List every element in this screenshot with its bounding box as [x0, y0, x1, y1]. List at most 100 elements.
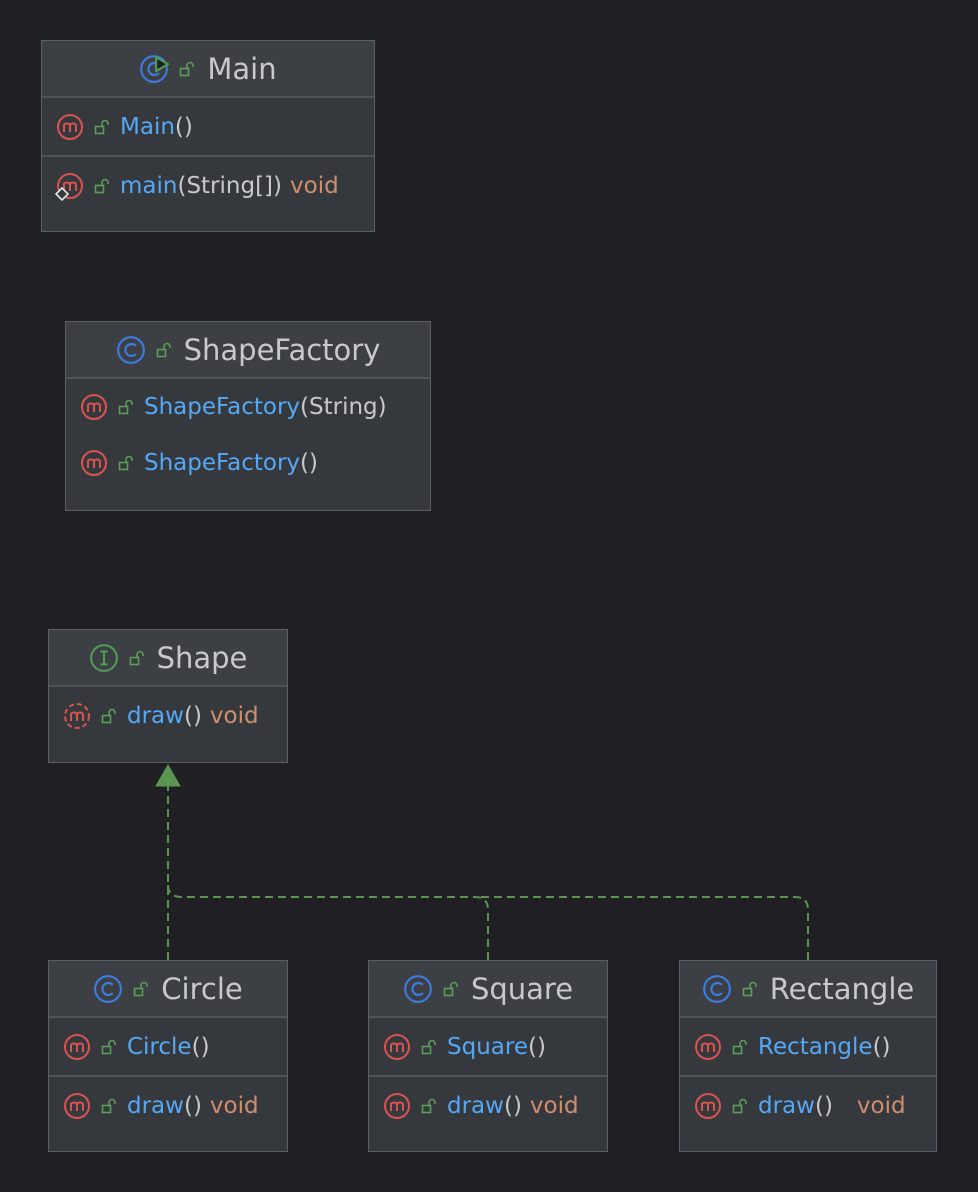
public-access-icon — [118, 399, 134, 415]
method-icon — [56, 113, 84, 141]
return-type: void — [290, 172, 339, 199]
class-header: Main — [42, 41, 374, 98]
public-access-icon — [94, 178, 110, 194]
method-name: main — [120, 172, 178, 199]
method-params: () — [183, 702, 202, 729]
class-header: Square — [369, 961, 607, 1018]
public-access-icon — [101, 708, 117, 724]
public-access-icon — [94, 119, 110, 135]
method-icon — [63, 1033, 91, 1061]
constructors-section: ShapeFactory(String) ShapeFactory() — [66, 379, 430, 491]
interface-icon — [89, 643, 119, 673]
class-icon — [93, 974, 123, 1004]
method-name: Circle — [127, 1033, 192, 1060]
constructors-section: Rectangle() — [680, 1018, 936, 1077]
method-icon — [383, 1092, 411, 1120]
method-row[interactable]: draw() void — [680, 1077, 936, 1134]
realization-arrowhead — [155, 763, 181, 787]
class-header: ShapeFactory — [66, 322, 430, 379]
public-access-icon — [421, 1098, 437, 1114]
constructors-section: Circle() — [49, 1018, 287, 1077]
static-diamond-icon — [55, 187, 69, 201]
method-name: draw — [758, 1092, 815, 1119]
class-name: Shape — [156, 640, 248, 675]
class-name: Square — [470, 971, 574, 1006]
constructors-section: Square() — [369, 1018, 607, 1077]
public-access-icon — [179, 61, 195, 77]
method-row[interactable]: Square() — [369, 1018, 607, 1075]
abstract-method-icon — [63, 702, 91, 730]
class-header: Shape — [49, 630, 287, 687]
public-access-icon — [156, 342, 172, 358]
class-name: ShapeFactory — [183, 332, 381, 367]
class-header: Circle — [49, 961, 287, 1018]
method-name: ShapeFactory — [144, 394, 301, 420]
method-row[interactable]: Main() — [42, 98, 374, 155]
method-params: (String) — [300, 394, 387, 420]
public-access-icon — [742, 981, 758, 997]
method-params: () — [191, 1033, 210, 1060]
public-access-icon — [133, 981, 149, 997]
method-row[interactable]: Circle() — [49, 1018, 287, 1075]
method-icon — [80, 393, 108, 421]
class-icon — [702, 974, 732, 1004]
public-access-icon — [443, 981, 459, 997]
method-row[interactable]: draw() void — [49, 687, 287, 744]
method-icon — [694, 1033, 722, 1061]
method-name: Main — [120, 113, 175, 140]
public-access-icon — [129, 650, 145, 666]
runnable-class-icon — [139, 54, 169, 84]
interface-shape[interactable]: Shape draw() void — [48, 629, 288, 763]
methods-section: main(String[]) void — [42, 157, 374, 214]
method-params: (String[]) — [177, 172, 283, 199]
method-icon — [383, 1033, 411, 1061]
method-name: draw — [447, 1092, 504, 1119]
edge-square-shape — [167, 884, 489, 960]
public-access-icon — [101, 1098, 117, 1114]
class-header: Rectangle — [680, 961, 936, 1018]
class-square[interactable]: Square Square() draw()void — [368, 960, 608, 1152]
methods-section: draw() void — [49, 687, 287, 744]
class-main[interactable]: Main Main() main(String[])void — [41, 40, 375, 232]
public-access-icon — [732, 1098, 748, 1114]
method-name: Square — [447, 1033, 528, 1060]
return-type: void — [856, 1092, 906, 1119]
class-icon — [403, 974, 433, 1004]
method-row[interactable]: ShapeFactory() — [66, 435, 430, 491]
edge-rectangle-shape — [475, 896, 809, 960]
constructors-section: Main() — [42, 98, 374, 157]
public-access-icon — [118, 455, 134, 471]
method-row[interactable]: draw() void — [369, 1077, 607, 1134]
return-type: void — [209, 702, 259, 729]
method-row[interactable]: ShapeFactory(String) — [66, 379, 430, 435]
method-icon — [63, 1092, 91, 1120]
method-params: () — [174, 113, 193, 140]
public-access-icon — [101, 1039, 117, 1055]
return-type: void — [209, 1092, 259, 1119]
public-access-icon — [732, 1039, 748, 1055]
class-icon — [116, 335, 146, 365]
method-row[interactable]: Rectangle() — [680, 1018, 936, 1075]
method-name: draw — [127, 702, 184, 729]
return-type: void — [529, 1092, 579, 1119]
method-params: () — [814, 1092, 833, 1119]
methods-section: draw() void — [369, 1077, 607, 1134]
method-row[interactable]: draw()void — [49, 1077, 287, 1134]
method-params: () — [527, 1033, 546, 1060]
class-name: Circle — [161, 971, 243, 1006]
class-circle[interactable]: Circle Circle() draw()void — [48, 960, 288, 1152]
class-shapefactory[interactable]: ShapeFactory ShapeFactory(String) ShapeF… — [65, 321, 431, 511]
method-row[interactable]: main(String[]) void — [42, 157, 374, 214]
method-name: Rectangle — [758, 1033, 873, 1060]
class-rectangle[interactable]: Rectangle Rectangle() draw() void — [679, 960, 937, 1152]
class-name: Main — [207, 51, 277, 86]
method-icon — [80, 449, 108, 477]
public-access-icon — [421, 1039, 437, 1055]
method-params: () — [503, 1092, 522, 1119]
method-params: () — [300, 450, 318, 476]
method-name: ShapeFactory — [144, 450, 301, 476]
method-name: draw — [127, 1092, 184, 1119]
methods-section: draw() void — [680, 1077, 936, 1134]
method-icon — [694, 1092, 722, 1120]
